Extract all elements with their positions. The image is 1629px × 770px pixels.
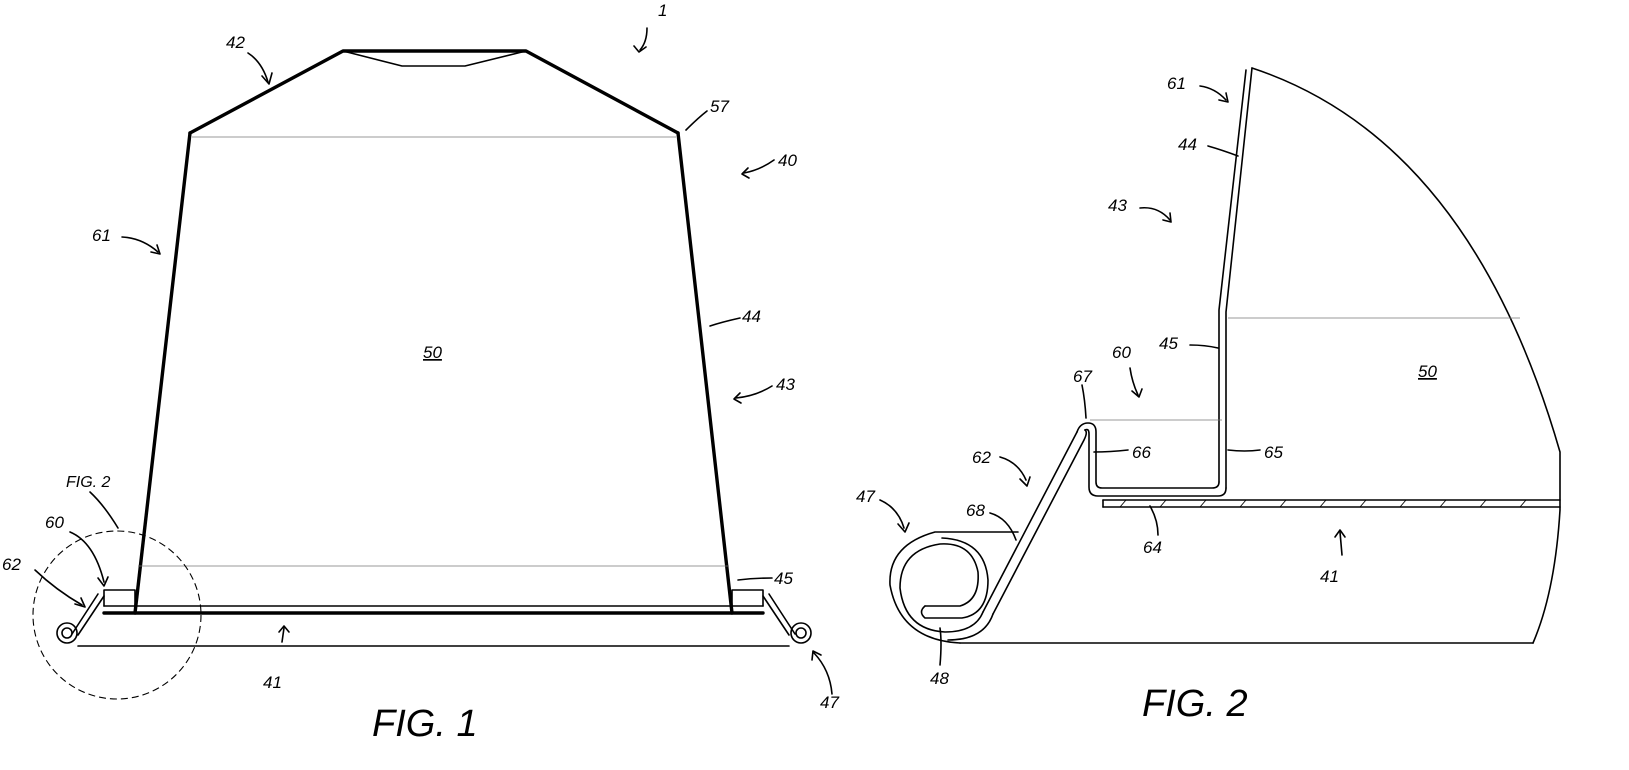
- fig1-ref-61: 61: [92, 226, 111, 245]
- figure-2: 61 44 43 45 60 50 67 62 66 65 47 68 64 4…: [856, 67, 1561, 725]
- fig1-leader-lines: [34, 27, 833, 695]
- fig2-ref-43: 43: [1108, 196, 1127, 215]
- fig1-ref-43: 43: [776, 375, 795, 394]
- fig2-ref-62: 62: [972, 448, 991, 467]
- fig1-ref-47: 47: [820, 693, 839, 712]
- fig1-ref-45: 45: [774, 569, 793, 588]
- fig1-ref-40: 40: [778, 151, 797, 170]
- fig2-ref-45: 45: [1159, 334, 1178, 353]
- fig1-ref-41: 41: [263, 673, 282, 692]
- fig1-ref-44: 44: [742, 307, 761, 326]
- fig1-ref-57: 57: [710, 97, 729, 116]
- fig1-ref-50: 50: [423, 343, 442, 362]
- fig2-ref-64: 64: [1143, 538, 1162, 557]
- fig2-ref-67: 67: [1073, 367, 1092, 386]
- fig1-ref-1: 1: [658, 1, 667, 20]
- fig2-ref-44: 44: [1178, 135, 1197, 154]
- capsule-detail: [889, 67, 1561, 644]
- figure-1: 1 42 57 40 61 50 44 43 FIG. 2 60 62 45 4…: [2, 1, 839, 745]
- fig2-leader-lines: [879, 85, 1346, 666]
- fig2-labels: 61 44 43 45 60 50 67 62 66 65 47 68 64 4…: [856, 74, 1437, 725]
- fig2-caption: FIG. 2: [1142, 683, 1248, 725]
- fig2-ref-65: 65: [1264, 443, 1283, 462]
- fig1-ref-62: 62: [2, 555, 21, 574]
- fig1-labels: 1 42 57 40 61 50 44 43 FIG. 2 60 62 45 4…: [2, 1, 839, 745]
- fig2-ref-61: 61: [1167, 74, 1186, 93]
- hatch-pattern: [1119, 499, 1527, 508]
- fig1-caption: FIG. 1: [372, 703, 478, 745]
- fig2-ref-48: 48: [930, 669, 949, 688]
- fig2-ref-41: 41: [1320, 567, 1339, 586]
- fig2-ref-60: 60: [1112, 343, 1131, 362]
- fig2-ref-50: 50: [1418, 362, 1437, 381]
- fig1-ref-42: 42: [226, 33, 245, 52]
- fig2-ref-68: 68: [966, 501, 985, 520]
- fig1-ref-60: 60: [45, 513, 64, 532]
- fig2-ref-47: 47: [856, 487, 875, 506]
- capsule-body: [32, 49, 812, 700]
- fig2-ref-66: 66: [1132, 443, 1151, 462]
- fig1-ref-fig2: FIG. 2: [66, 474, 111, 491]
